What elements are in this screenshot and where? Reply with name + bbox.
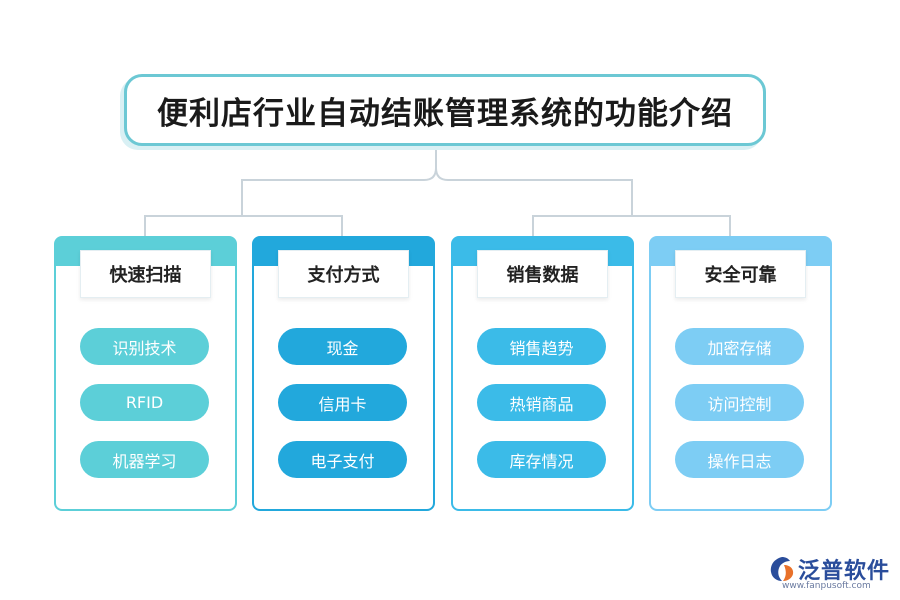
feature-item: 识别技术 [80, 328, 209, 365]
feature-item: 现金 [278, 328, 407, 365]
feature-item: 访问控制 [675, 384, 804, 421]
feature-item: 库存情况 [477, 441, 606, 478]
category-panel-payment: 支付方式 现金 信用卡 电子支付 [252, 236, 435, 511]
category-header: 销售数据 [477, 250, 608, 298]
feature-item: 信用卡 [278, 384, 407, 421]
page-title: 便利店行业自动结账管理系统的功能介绍 [157, 95, 733, 132]
brand-name: 泛普软件 [798, 559, 891, 584]
brand-mark-icon [770, 557, 794, 581]
feature-item: 机器学习 [80, 441, 209, 478]
feature-item: 操作日志 [675, 441, 804, 478]
category-header: 快速扫描 [80, 250, 211, 298]
feature-item: 加密存储 [675, 328, 804, 365]
title-box: 便利店行业自动结账管理系统的功能介绍 [124, 74, 766, 146]
brand-logo: 泛普软件 www.fanpusoft.com [768, 553, 892, 593]
category-header: 支付方式 [278, 250, 409, 298]
category-header: 安全可靠 [675, 250, 806, 298]
brand-url: www.fanpusoft.com [782, 581, 871, 591]
category-panel-security: 安全可靠 加密存储 访问控制 操作日志 [649, 236, 832, 511]
category-panel-scan: 快速扫描 识别技术 RFID 机器学习 [54, 236, 237, 511]
category-panel-sales: 销售数据 销售趋势 热销商品 库存情况 [451, 236, 634, 511]
feature-item: RFID [80, 384, 209, 421]
feature-item: 热销商品 [477, 384, 606, 421]
feature-item: 销售趋势 [477, 328, 606, 365]
feature-item: 电子支付 [278, 441, 407, 478]
